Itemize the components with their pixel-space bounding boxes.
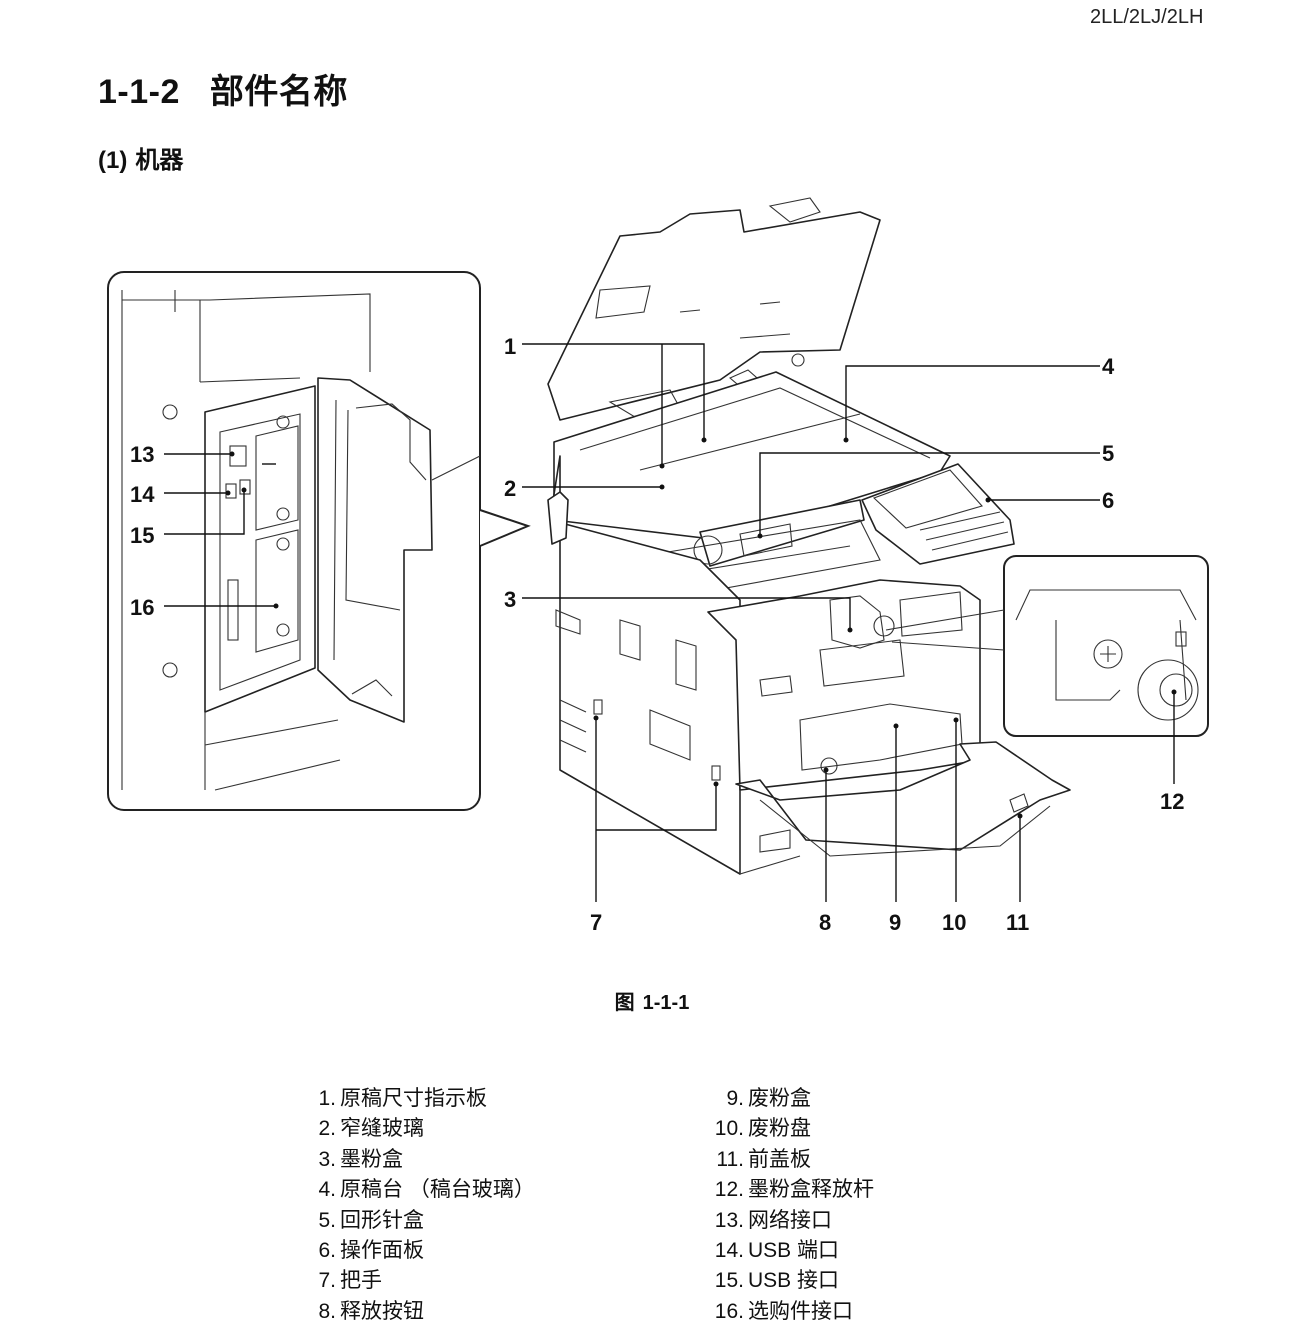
callout-13: 13	[130, 442, 154, 467]
list-item: 14.USB 端口	[714, 1239, 840, 1263]
list-item: 16.选购件接口	[714, 1299, 853, 1323]
callout-7: 7	[590, 910, 602, 935]
list-item: 1.原稿尺寸指示板	[318, 1087, 487, 1110]
list-item: 3.墨粉盒	[318, 1147, 403, 1171]
callout-11: 11	[1006, 910, 1029, 935]
list-item: 13.网络接口	[714, 1208, 832, 1232]
section-title: 部件名称	[209, 73, 348, 111]
callout-9: 9	[889, 910, 901, 935]
callout-10: 10	[942, 910, 966, 935]
list-item: 12.墨粉盒释放杆	[714, 1178, 874, 1202]
callout-lines	[164, 343, 1177, 902]
callout-16: 16	[130, 595, 154, 620]
callout-2: 2	[504, 476, 516, 501]
callout-3: 3	[504, 587, 516, 612]
figure-caption-number: 1-1-1	[642, 992, 690, 1014]
list-item: 2.窄缝玻璃	[318, 1117, 424, 1141]
list-item: 7.把手	[318, 1269, 382, 1293]
rear-connector-inset	[107, 271, 481, 811]
callout-15: 15	[130, 523, 154, 548]
callout-12: 12	[1160, 789, 1184, 814]
list-item: 9.废粉盒	[726, 1087, 811, 1110]
section-heading: 1-1-2 部件名称	[98, 64, 348, 113]
main-machine-drawing	[547, 197, 1071, 875]
model-code: 2LL/2LJ/2LH	[1090, 6, 1204, 28]
parts-list-left: 1.原稿尺寸指示板 2.窄缝玻璃 3.墨粉盒 4.原稿台 （稿台玻璃） 5.回形…	[308, 1084, 535, 1327]
figure-caption-label: 图	[614, 992, 635, 1014]
parts-list-right: 9.废粉盒 10.废粉盘 11.前盖板 12.墨粉盒释放杆 13.网络接口 14…	[708, 1084, 874, 1327]
subsection-number: (1)	[98, 147, 128, 174]
list-item: 5.回形针盒	[318, 1208, 424, 1232]
machine-parts-figure: 1 2 3 4 5 6 7 8 9 10 11 12 13 14 15 16	[107, 197, 1209, 935]
callout-14: 14	[130, 482, 155, 507]
subsection-heading: (1) 机器	[98, 140, 183, 175]
list-item: 15.USB 接口	[714, 1269, 840, 1293]
callout-8: 8	[819, 910, 831, 935]
subsection-title: 机器	[135, 147, 184, 174]
list-item: 6.操作面板	[318, 1239, 424, 1263]
callout-numbers: 1 2 3 4 5 6 7 8 9 10 11 12 13 14 15 16	[130, 334, 1184, 935]
list-item: 8.释放按钮	[318, 1299, 424, 1323]
section-number: 1-1-2	[98, 73, 180, 111]
figure-caption: 图 1-1-1	[0, 986, 1312, 1015]
toner-lever-inset	[1003, 555, 1209, 737]
callout-1: 1	[504, 334, 516, 359]
list-item: 10.废粉盘	[714, 1117, 811, 1141]
callout-5: 5	[1102, 441, 1114, 466]
callout-4: 4	[1102, 354, 1115, 379]
list-item: 11.前盖板	[716, 1147, 811, 1171]
callout-6: 6	[1102, 488, 1114, 513]
list-item: 4.原稿台 （稿台玻璃）	[318, 1178, 535, 1202]
